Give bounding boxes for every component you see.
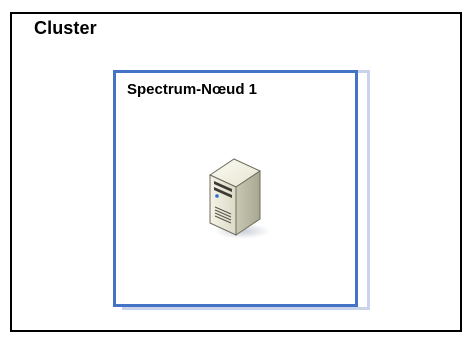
- node-container: Spectrum-Nœud 1: [113, 70, 358, 307]
- server-icon: [208, 158, 270, 239]
- node-label: Spectrum-Nœud 1: [127, 81, 258, 98]
- cluster-container: Cluster Spectrum-Nœud 1: [10, 12, 462, 332]
- cluster-label: Cluster: [34, 18, 97, 38]
